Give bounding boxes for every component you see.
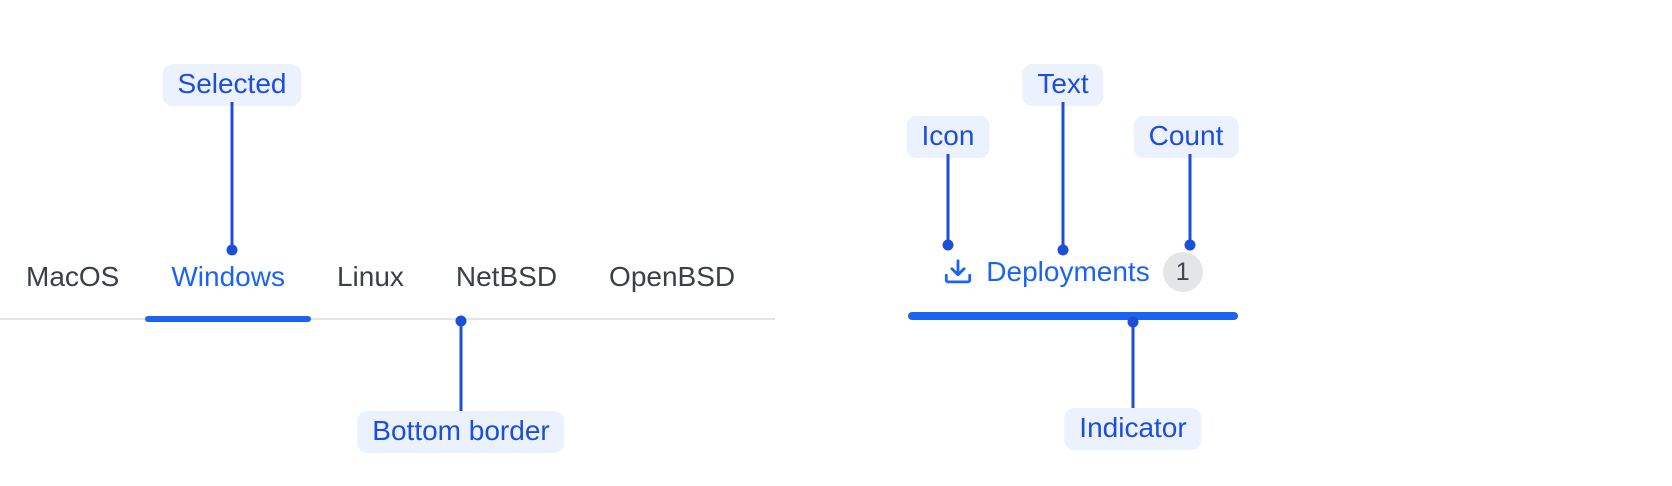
count-badge: 1 bbox=[1162, 252, 1203, 292]
annotation-label-text: Text bbox=[1022, 64, 1104, 106]
tab-netbsd[interactable]: NetBSD bbox=[430, 236, 583, 318]
annotation-dot-icon bbox=[942, 239, 954, 251]
annotation-label-bottom-border: Bottom border bbox=[357, 411, 565, 453]
active-tab-underline bbox=[145, 316, 311, 322]
download-icon bbox=[945, 259, 972, 284]
tab-label: Linux bbox=[336, 261, 404, 292]
tab-linux[interactable]: Linux bbox=[311, 236, 430, 318]
annotation-dot-selected bbox=[226, 244, 238, 256]
annotation-line-indicator bbox=[1131, 322, 1135, 408]
annotation-label-indicator: Indicator bbox=[1064, 408, 1202, 450]
active-tab-indicator bbox=[908, 312, 1238, 320]
deployments-tab-content: Deployments 1 bbox=[908, 240, 1238, 304]
tab-windows[interactable]: Windows bbox=[145, 236, 311, 322]
annotation-line-selected bbox=[230, 102, 234, 250]
tab-label: OpenBSD bbox=[609, 261, 736, 292]
tab-macos[interactable]: MacOS bbox=[0, 236, 145, 318]
tab-label: MacOS bbox=[26, 261, 120, 292]
tab-openbsd[interactable]: OpenBSD bbox=[583, 236, 761, 318]
tab-label: Windows bbox=[171, 261, 285, 292]
tab-label: NetBSD bbox=[455, 261, 558, 292]
annotation-dot-indicator bbox=[1127, 316, 1139, 328]
annotation-label-selected: Selected bbox=[162, 64, 302, 106]
os-tab-bar: MacOS Windows Linux NetBSD OpenBSD bbox=[0, 236, 775, 322]
annotation-line-icon bbox=[946, 154, 950, 244]
deployments-tab-label: Deployments bbox=[986, 256, 1150, 287]
annotation-dot-text bbox=[1057, 244, 1069, 256]
annotation-line-bottom-border bbox=[459, 321, 463, 411]
annotation-label-icon: Icon bbox=[906, 116, 990, 158]
annotation-line-count bbox=[1188, 154, 1192, 244]
annotation-dot-bottom-border bbox=[455, 315, 467, 327]
annotation-line-text bbox=[1061, 102, 1065, 250]
deployments-tab[interactable]: Deployments 1 bbox=[908, 240, 1238, 320]
annotation-dot-count bbox=[1184, 239, 1196, 251]
annotation-label-count: Count bbox=[1133, 116, 1239, 158]
